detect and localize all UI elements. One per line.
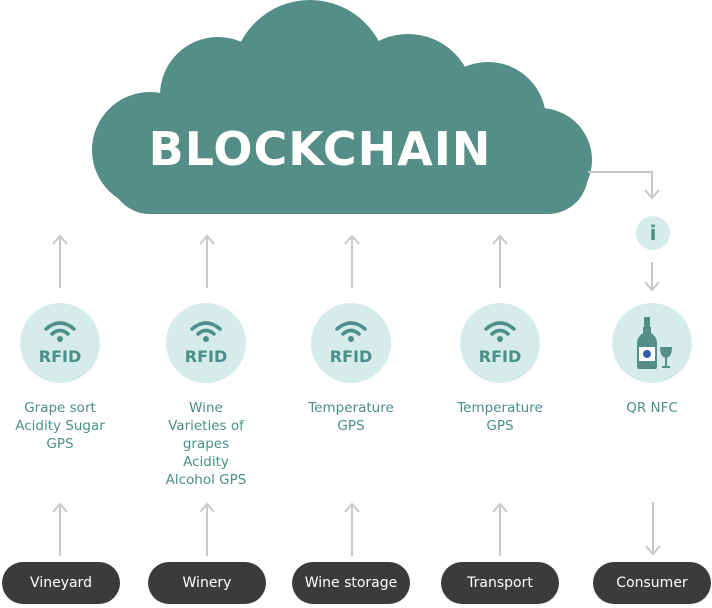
rfid-label: RFID xyxy=(478,347,522,366)
detail-line: grapes xyxy=(182,436,230,452)
wifi-icon xyxy=(44,321,76,342)
rfid-circle-winery: RFID xyxy=(166,303,246,383)
detail-line: Alcohol GPS xyxy=(165,472,247,488)
stage-pill-transport: Transport xyxy=(441,562,559,604)
stage-pill-wine-storage: Wine storage xyxy=(292,562,410,604)
stage-details-consumer: QR NFC xyxy=(587,399,712,417)
stage-pill-vineyard: Vineyard xyxy=(2,562,120,604)
stage-pill-consumer: Consumer xyxy=(593,562,711,604)
connector-to-consumer xyxy=(588,171,660,292)
blockchain-title: BLOCKCHAIN xyxy=(148,122,492,176)
qr-nfc-circle-consumer xyxy=(612,303,692,383)
rfid-circle-vineyard: RFID xyxy=(20,303,100,383)
detail-line: Grape sort xyxy=(24,400,96,416)
detail-line: Acidity Sugar xyxy=(15,418,105,434)
detail-line: Varieties of xyxy=(168,418,244,434)
rfid-label: RFID xyxy=(38,347,82,366)
stage-details-winery: Wine Varieties of grapes Acidity Alcohol… xyxy=(141,399,271,489)
wifi-icon xyxy=(190,321,222,342)
stage-details-transport: Temperature GPS xyxy=(435,399,565,435)
detail-line: Acidity xyxy=(183,454,229,470)
rfid-circle-wine-storage: RFID xyxy=(311,303,391,383)
stage-pill-winery: Winery xyxy=(148,562,266,604)
rfid-label: RFID xyxy=(184,347,228,366)
blockchain-cloud xyxy=(92,0,592,214)
wine-bottle-glass-icon xyxy=(637,317,672,369)
detail-line: GPS xyxy=(337,418,365,434)
detail-line: Temperature xyxy=(457,400,543,416)
info-icon: i xyxy=(636,216,670,250)
detail-line: Temperature xyxy=(308,400,394,416)
stage-details-wine-storage: Temperature GPS xyxy=(286,399,416,435)
upper-arrows xyxy=(52,234,508,288)
detail-line: QR NFC xyxy=(626,400,678,416)
rfid-label: RFID xyxy=(329,347,373,366)
rfid-circle-transport: RFID xyxy=(460,303,540,383)
detail-line: GPS xyxy=(486,418,514,434)
stage-details-vineyard: Grape sort Acidity Sugar GPS xyxy=(0,399,125,453)
lower-arrows xyxy=(52,502,661,556)
detail-line: Wine xyxy=(189,400,223,416)
wifi-icon xyxy=(484,321,516,342)
detail-line: GPS xyxy=(46,436,74,452)
wifi-icon xyxy=(335,321,367,342)
